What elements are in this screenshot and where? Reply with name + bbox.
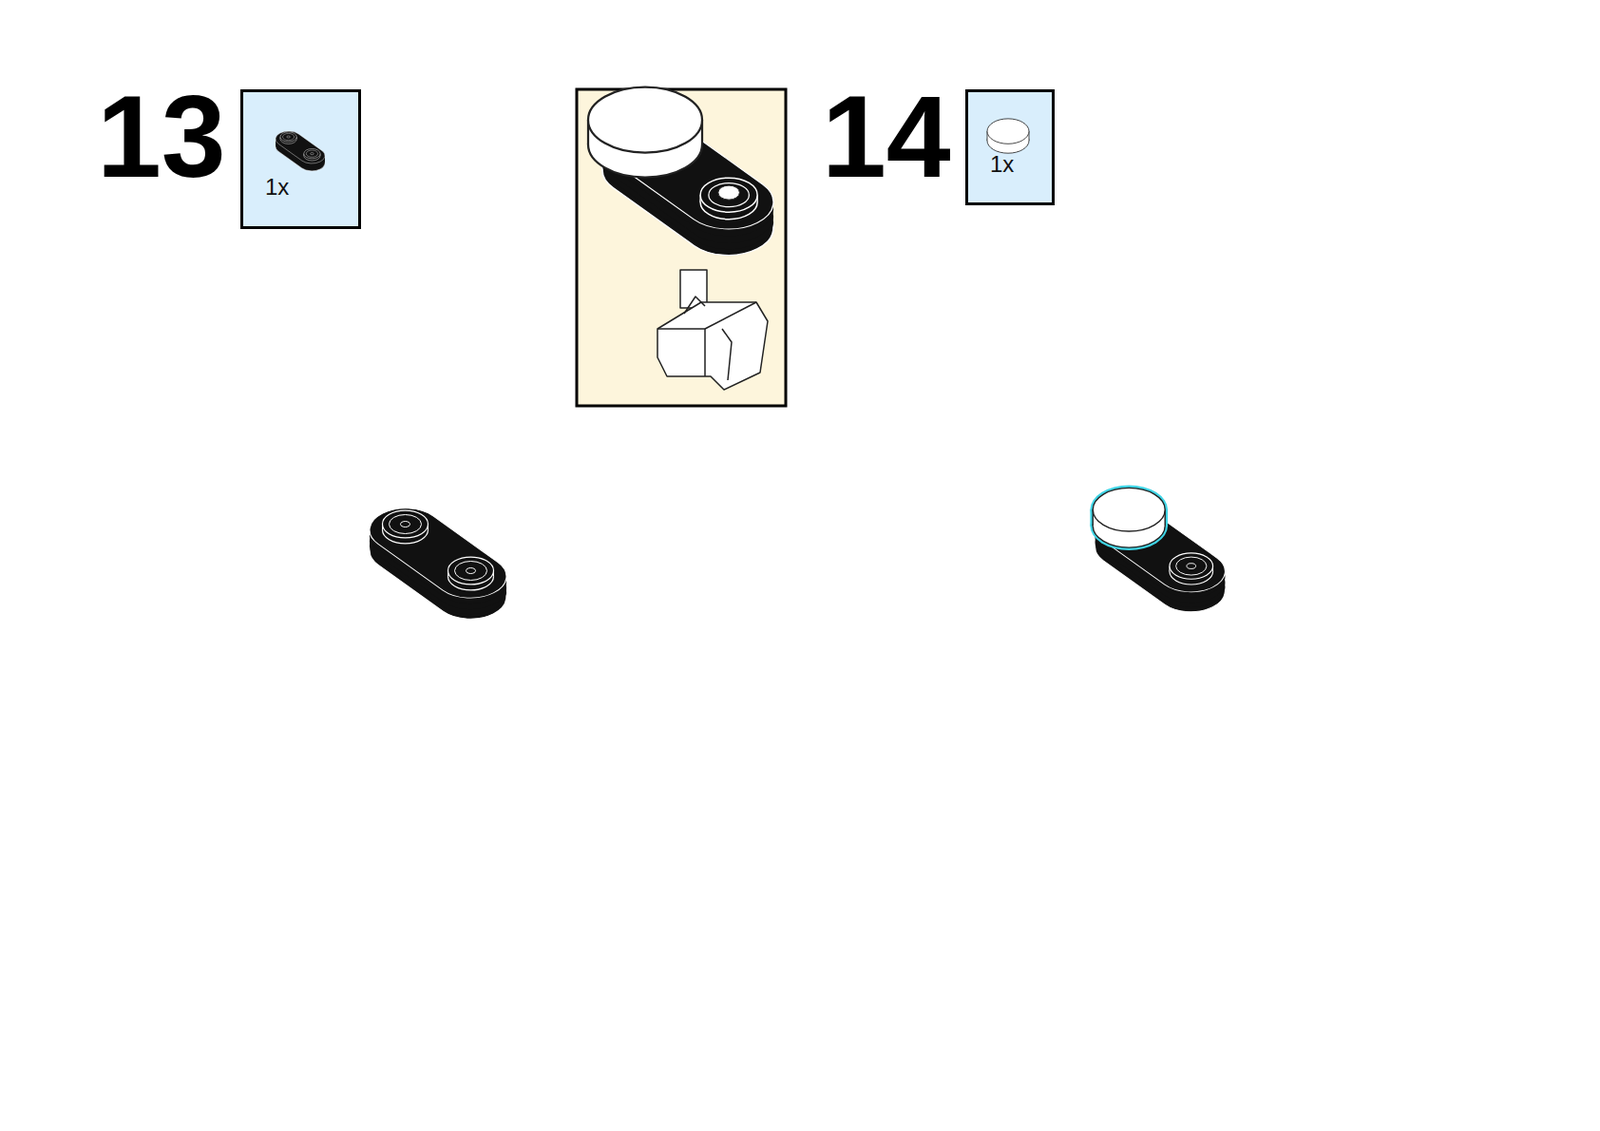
drawing-stroke xyxy=(718,185,741,200)
tile-icon xyxy=(987,118,1029,153)
step-number: 14 xyxy=(821,78,952,195)
drawing-stroke xyxy=(1089,485,1168,551)
plate-icon xyxy=(269,128,330,175)
part-callout-box: 1x xyxy=(240,89,362,229)
drawing-stroke xyxy=(722,328,732,381)
drawing-stroke xyxy=(269,128,330,175)
clip-part xyxy=(657,269,768,390)
drawing-stroke xyxy=(1169,552,1214,585)
drawing-stroke xyxy=(448,556,495,591)
drawing-stroke xyxy=(1092,487,1165,548)
plate-with-tile xyxy=(1081,485,1239,621)
part-count: 1x xyxy=(990,152,1014,176)
drawing-stroke xyxy=(304,148,321,161)
callout-assembly xyxy=(583,87,792,267)
part-callout-box: 1x xyxy=(965,89,1055,206)
drawing-stroke xyxy=(354,499,521,629)
drawing-stroke xyxy=(700,177,758,220)
plate-part xyxy=(354,499,521,629)
drawing-stroke xyxy=(280,132,297,145)
drawing-stroke xyxy=(1089,485,1168,551)
drawing-stroke xyxy=(700,177,758,220)
drawing-stroke xyxy=(987,118,1029,153)
drawing-stroke xyxy=(657,328,705,377)
drawing-stroke xyxy=(382,510,429,544)
part-count: 1x xyxy=(265,175,289,199)
step-number: 13 xyxy=(96,78,227,195)
drawing-stroke xyxy=(657,302,768,390)
drawing-stroke xyxy=(684,296,705,314)
drawing-stroke xyxy=(588,87,703,178)
drawing-stroke xyxy=(704,302,757,329)
drawing-stroke xyxy=(588,87,703,178)
